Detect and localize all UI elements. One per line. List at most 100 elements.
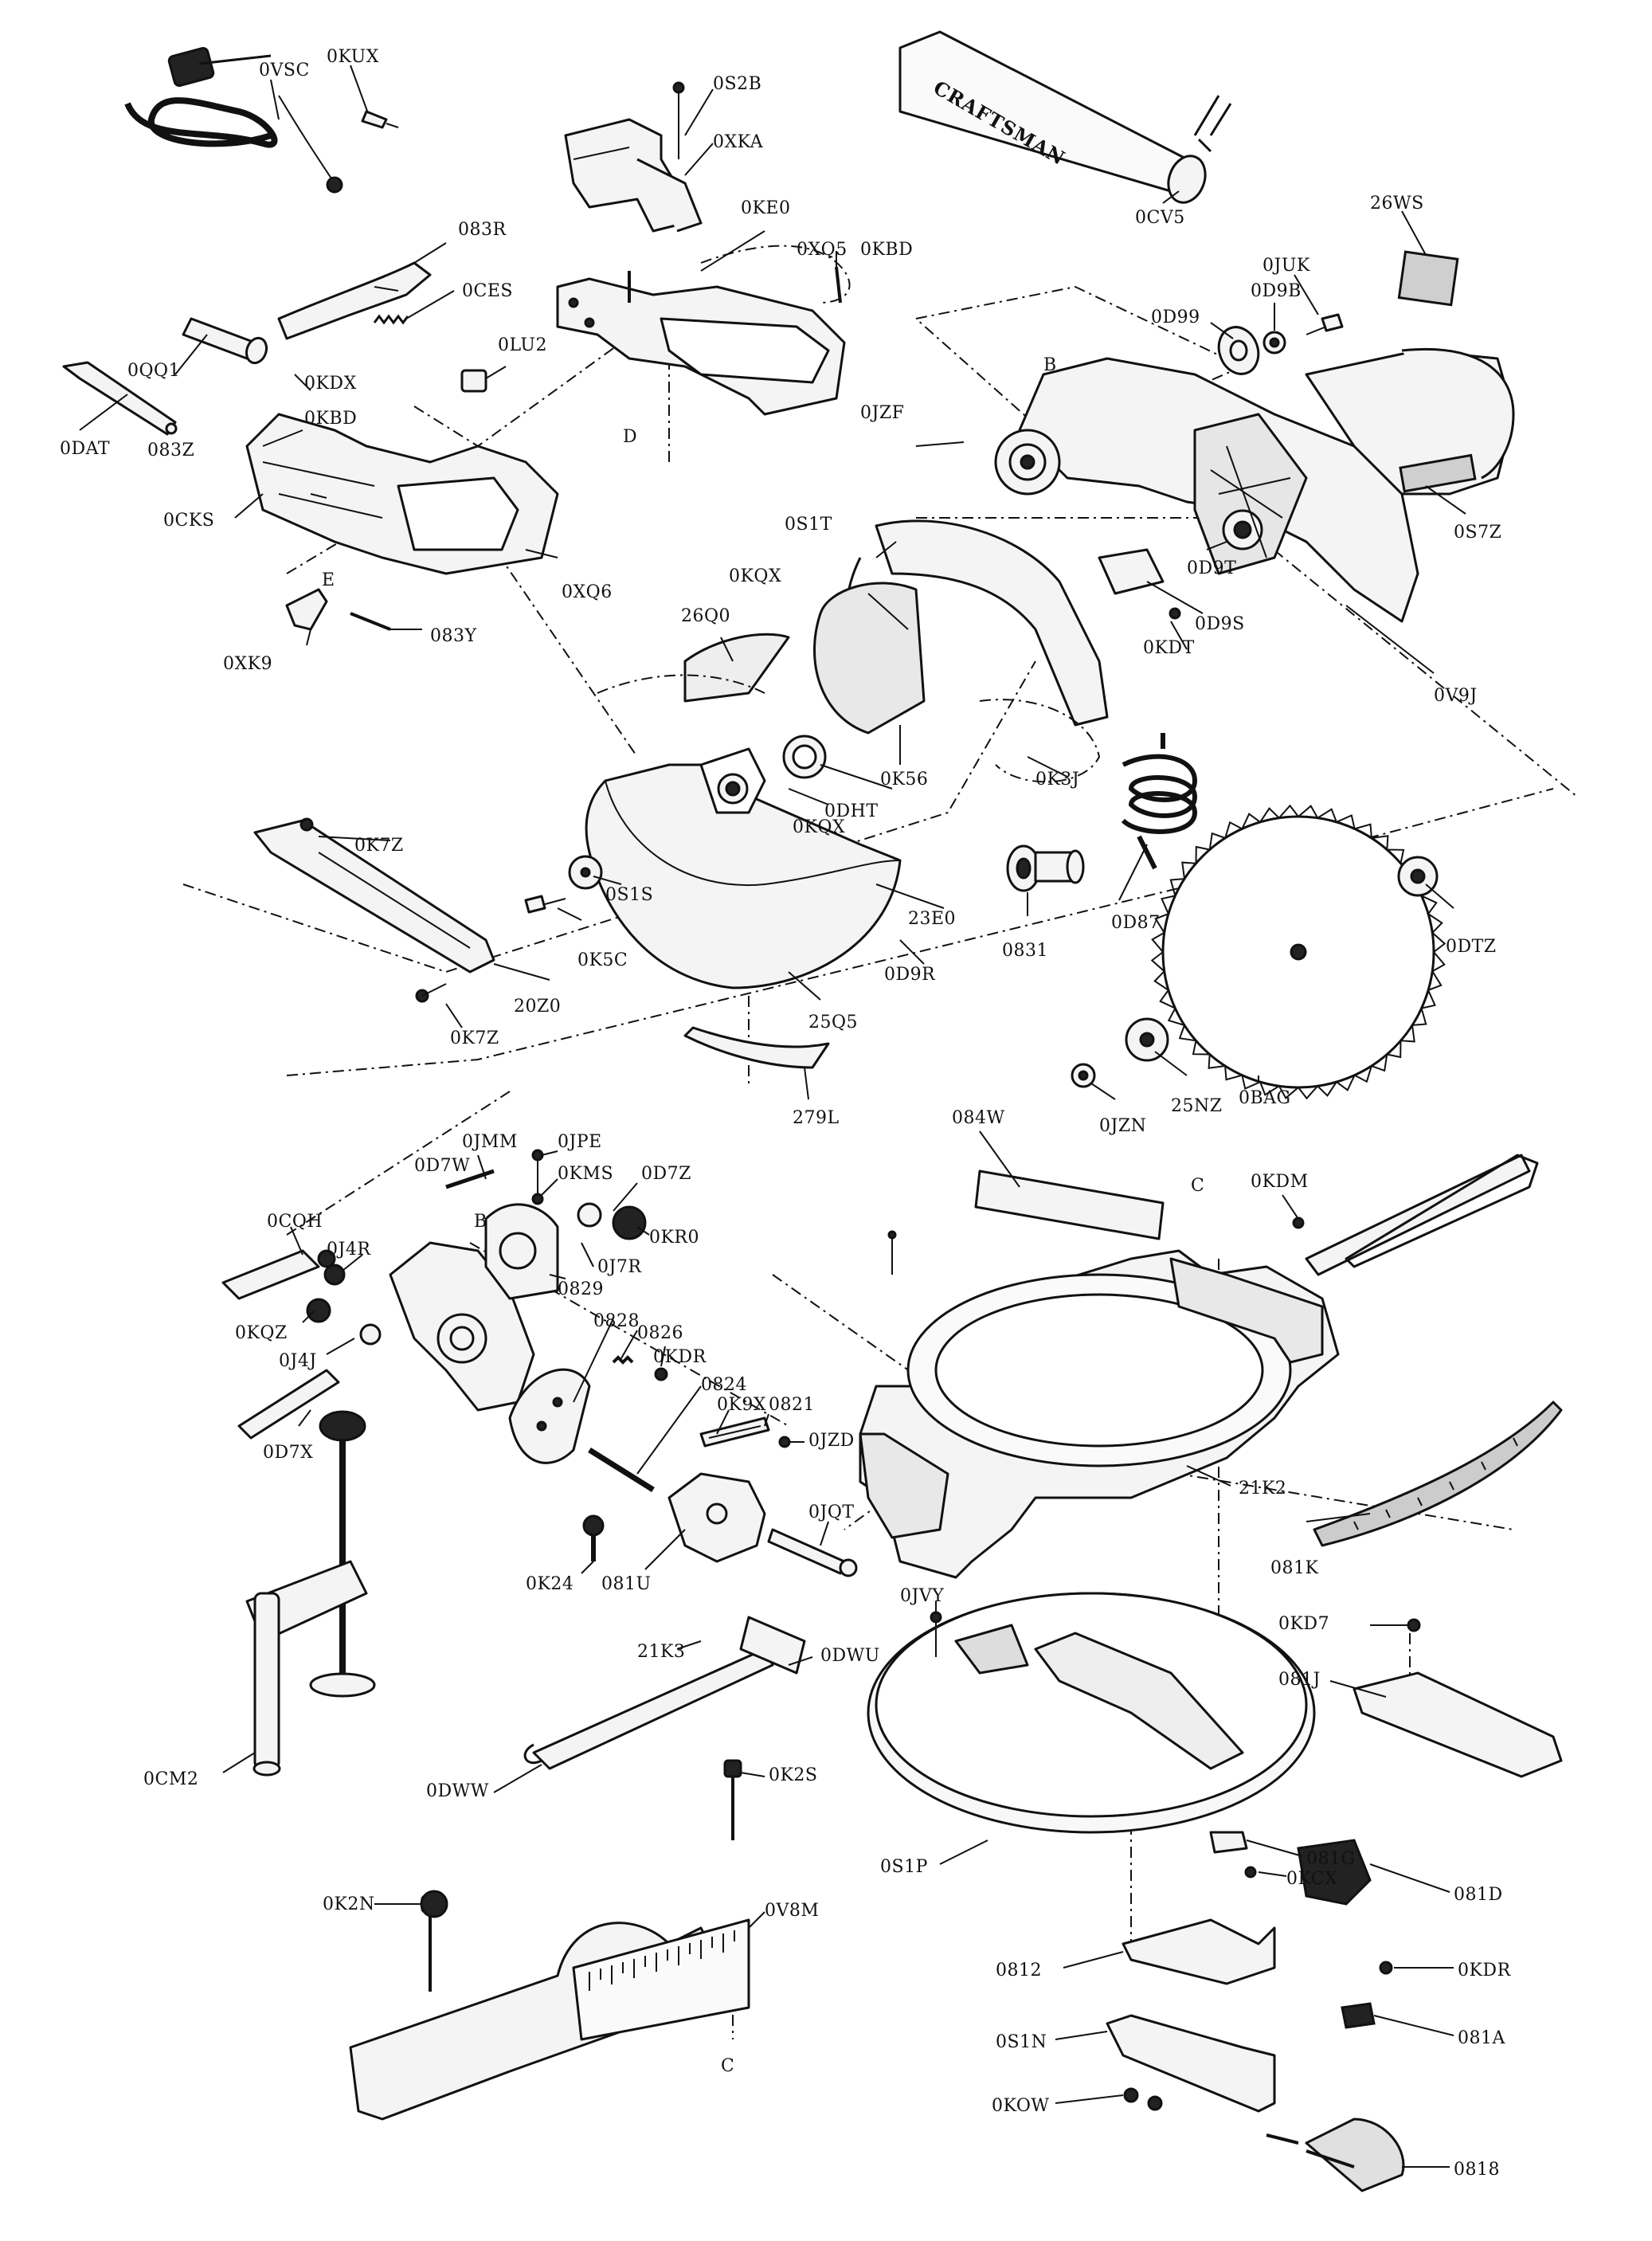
label-0jpe: 0JPE — [558, 1132, 602, 1152]
label-0kr0: 0KR0 — [649, 1228, 699, 1248]
motor-housing — [994, 348, 1515, 623]
label-0qq1: 0QQ1 — [127, 361, 180, 381]
label-0jvy: 0JVY — [900, 1586, 944, 1606]
label-0vsc: 0VSC — [259, 61, 310, 80]
washer-0s1s — [568, 855, 603, 890]
dust-bag: CRAFTSMAN — [898, 30, 1232, 204]
wrench-0dat — [62, 361, 178, 436]
nut-0kqz — [306, 1298, 331, 1323]
label-0k9x: 0K9X — [717, 1395, 766, 1415]
knob-0kr0 — [577, 1202, 647, 1240]
plate-0828 — [508, 1368, 591, 1464]
label-0jqt: 0JQT — [808, 1502, 855, 1522]
washer-0dht — [782, 735, 827, 779]
bracket-081g — [1209, 1831, 1257, 1879]
flange-25nz — [1125, 1017, 1169, 1062]
label-0v8m: 0V8M — [765, 1901, 819, 1921]
block-0k9x — [699, 1416, 770, 1448]
label-0818: 0818 — [1454, 2160, 1500, 2180]
hold-down-clamp — [245, 1410, 376, 1777]
screw-0jzd — [778, 1436, 791, 1448]
label-0824: 0824 — [701, 1375, 747, 1395]
label-0dht: 0DHT — [824, 801, 879, 821]
pin-0d7w — [445, 1169, 495, 1189]
screw-0kdr — [654, 1367, 668, 1381]
letter-c-bottom: C — [721, 2056, 734, 2076]
extension-rod — [523, 1616, 806, 1770]
screw-0jvy — [930, 1611, 942, 1657]
bolt-0jzn — [1071, 1063, 1096, 1088]
part-labels: 0VSC 0KUX 0S2B 0XKA 0CV5 26WS 0JUK 0D9B … — [60, 47, 1511, 2180]
plate-081a — [1341, 2002, 1376, 2029]
label-20z0: 20Z0 — [514, 997, 561, 1017]
pivot-housing — [389, 1203, 559, 1412]
label-0s1n: 0S1N — [996, 2032, 1047, 2052]
label-0cv5: 0CV5 — [1135, 208, 1185, 228]
label-0s7z: 0S7Z — [1454, 523, 1501, 543]
label-0k2s: 0K2S — [769, 1765, 818, 1785]
label-0s1p: 0S1P — [880, 1857, 928, 1877]
label-0k2n: 0K2N — [323, 1894, 375, 1914]
label-0812: 0812 — [996, 1961, 1042, 1980]
label-0k56: 0K56 — [880, 770, 928, 789]
label-0j4r: 0J4R — [327, 1240, 371, 1260]
flange-0d99 — [1217, 326, 1260, 375]
label-0jmm: 0JMM — [462, 1132, 518, 1152]
switch-0lu2 — [460, 369, 487, 393]
bolt-0k24 — [582, 1514, 605, 1561]
label-0jzn: 0JZN — [1099, 1116, 1146, 1136]
spring-0826 — [612, 1355, 634, 1365]
label-0j4j: 0J4J — [279, 1351, 317, 1371]
label-0dtz: 0DTZ — [1446, 937, 1497, 957]
fence-plate-081j — [1353, 1618, 1563, 1778]
shaft-0824 — [588, 1448, 655, 1492]
label-25nz: 25NZ — [1171, 1096, 1223, 1116]
label-0828: 0828 — [593, 1311, 640, 1331]
label-279l: 279L — [793, 1108, 840, 1128]
label-081u: 081U — [601, 1574, 652, 1594]
label-0d9t: 0D9T — [1187, 558, 1236, 578]
reference-letters: B D E B C C — [322, 355, 1204, 2076]
label-0k5c: 0K5C — [577, 950, 628, 970]
label-0xk9: 0XK9 — [223, 654, 272, 674]
label-0d7z: 0D7Z — [641, 1164, 691, 1184]
trigger-0xk9 — [285, 588, 328, 631]
label-0k7z2: 0K7Z — [450, 1028, 499, 1048]
label-0s1s: 0S1S — [605, 885, 653, 905]
washer-0j4j — [359, 1323, 382, 1346]
label-0kdr: 0KDR — [653, 1347, 707, 1367]
label-plate-26ws — [1397, 250, 1459, 307]
label-081a: 081A — [1458, 2028, 1505, 2048]
screw-0kms — [531, 1193, 544, 1205]
insert-084w — [974, 1169, 1165, 1240]
label-0kcx: 0KCX — [1286, 1869, 1337, 1889]
label-0ke0: 0KE0 — [741, 198, 791, 218]
label-26q0: 26Q0 — [681, 606, 730, 626]
label-0xq5: 0XQ5 — [797, 240, 848, 260]
label-0kdx: 0KDX — [304, 374, 357, 394]
label-0k24: 0K24 — [526, 1574, 574, 1594]
brush-plate-0d9s — [1098, 548, 1181, 620]
bolt-0jqt — [767, 1528, 858, 1577]
screw-0juk — [1306, 313, 1344, 335]
blade-teeth-outline — [1150, 804, 1446, 1100]
scale-081k — [1313, 1401, 1563, 1547]
label-084w: 084W — [952, 1108, 1005, 1128]
label-0bag: 0BAG — [1239, 1088, 1291, 1108]
handle-base-0xq6 — [245, 413, 559, 575]
label-0kd7: 0KD7 — [1278, 1614, 1329, 1634]
lever-0cqh — [221, 1249, 336, 1300]
label-21k3: 21K3 — [637, 1642, 685, 1662]
label-25q5: 25Q5 — [808, 1013, 858, 1032]
label-0831: 0831 — [1002, 941, 1048, 961]
label-081k: 081K — [1270, 1558, 1318, 1578]
power-cord — [124, 47, 343, 194]
letter-d: D — [623, 427, 637, 447]
label-0kdm: 0KDM — [1251, 1172, 1309, 1192]
label-083y: 083Y — [430, 626, 477, 646]
upper-blade-guard — [597, 519, 1109, 783]
spring-0d87 — [1121, 733, 1198, 870]
lock-bracket-0s1n — [1106, 2014, 1276, 2113]
rod-right — [1305, 1154, 1539, 1276]
